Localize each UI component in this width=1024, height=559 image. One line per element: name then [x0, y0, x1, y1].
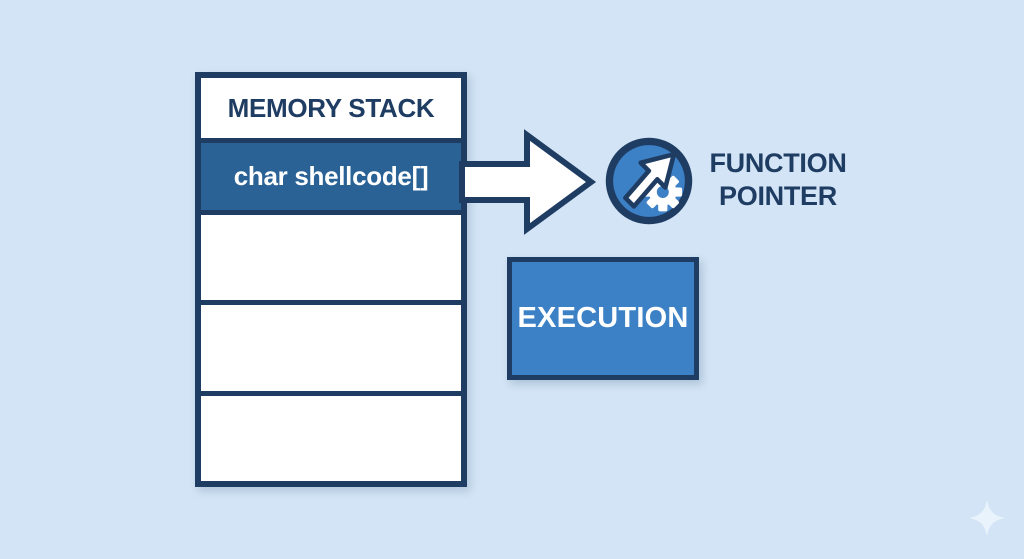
stack-row-empty-3	[201, 390, 461, 481]
memory-stack: MEMORY STACK char shellcode[]	[195, 72, 467, 487]
shellcode-label: char shellcode[]	[233, 161, 429, 191]
stack-row-empty-2	[201, 300, 461, 391]
execution-label: EXECUTION	[517, 302, 689, 334]
stack-row-empty-1	[201, 210, 461, 301]
function-pointer-label: FUNCTION POINTER	[700, 147, 856, 213]
function-pointer-line2: POINTER	[719, 181, 837, 211]
execution-box: EXECUTION	[507, 257, 699, 380]
memory-stack-header: MEMORY STACK	[201, 78, 461, 138]
cursor-gear-icon	[605, 137, 693, 225]
memory-stack-title: MEMORY STACK	[227, 92, 435, 123]
function-pointer-line1: FUNCTION	[709, 148, 847, 178]
stack-row-shellcode: char shellcode[]	[201, 138, 461, 210]
block-arrow-right-icon	[459, 129, 597, 235]
sparkle-icon	[968, 499, 1006, 537]
